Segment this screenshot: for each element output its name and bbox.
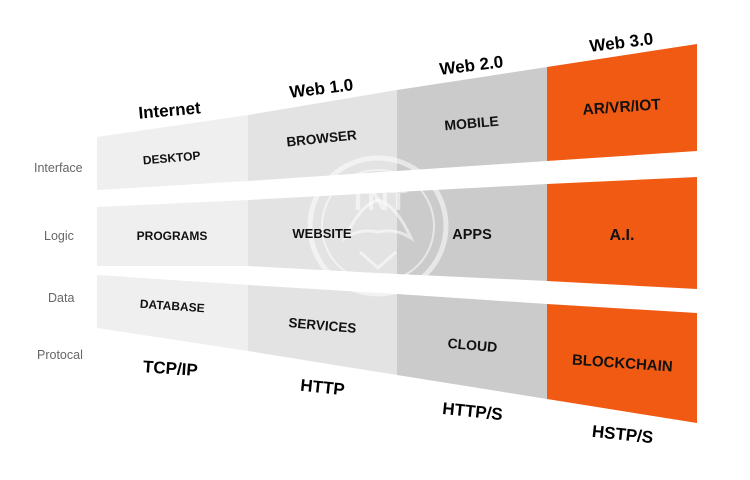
row-label-logic: Logic — [44, 229, 74, 243]
protocol-https: HTTP/S — [442, 399, 504, 424]
logic-cell-web2 — [397, 184, 547, 281]
data-band — [97, 275, 697, 423]
data-cell-web1 — [248, 285, 397, 375]
data-cell-internet — [97, 275, 248, 351]
cell-cloud: CLOUD — [447, 335, 498, 355]
tnt-watermark-icon — [307, 155, 449, 297]
data-cell-web2 — [397, 294, 547, 399]
cell-database: DATABASE — [139, 297, 205, 315]
row-label-protocol: Protocal — [37, 348, 83, 362]
cell-programs: PROGRAMS — [137, 229, 208, 243]
era-title-web2: Web 2.0 — [438, 52, 504, 79]
era-title-web1: Web 1.0 — [288, 75, 354, 102]
cell-desktop: DESKTOP — [142, 149, 201, 168]
logic-cell-internet — [97, 200, 248, 266]
cell-ai: A.I. — [610, 227, 635, 244]
cell-services: SERVICES — [288, 315, 357, 336]
interface-cell-web3 — [547, 44, 697, 161]
data-cell-web3 — [547, 304, 697, 423]
era-title-web3: Web 3.0 — [588, 29, 654, 56]
interface-cell-internet — [97, 115, 248, 190]
interface-cell-web2 — [397, 67, 547, 171]
cell-blockchain: BLOCKCHAIN — [571, 352, 673, 376]
cell-apps: APPS — [452, 227, 492, 243]
cell-website: WEBSITE — [292, 226, 352, 241]
protocol-http: HTTP — [300, 376, 346, 400]
protocol-hstps: HSTP/S — [591, 422, 654, 447]
logic-cell-web3 — [547, 177, 697, 289]
row-label-data: Data — [48, 291, 74, 305]
row-label-interface: Interface — [34, 161, 83, 175]
watermark-text: TNT — [349, 184, 407, 217]
cell-ar-vr-iot: AR/VR/IOT — [582, 96, 662, 118]
protocol-tcpip: TCP/IP — [142, 357, 198, 380]
cell-mobile: MOBILE — [444, 113, 500, 134]
cell-browser: BROWSER — [286, 127, 358, 149]
era-title-internet: Internet — [138, 98, 202, 122]
